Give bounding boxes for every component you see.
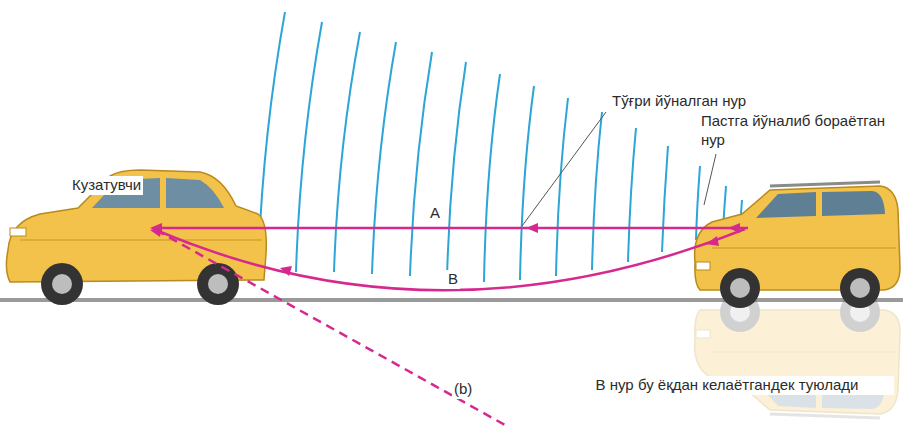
ray-label: Тўғри йўналган нур <box>610 92 748 111</box>
ray-letter: A <box>428 204 442 223</box>
wavefronts <box>258 12 742 282</box>
ray-letter: B <box>446 270 460 289</box>
observer-label: Кузатувчи <box>70 176 143 195</box>
rays <box>156 228 748 425</box>
figure-caption: (b) <box>452 380 474 399</box>
ray-label: Пастга йўналиб бораётган нур <box>699 112 899 150</box>
leader-lines <box>522 112 716 226</box>
ray-arrowheads <box>150 223 740 276</box>
note-label: В нур бу ёқдан келаётгандек туюлади <box>560 376 894 395</box>
car-left <box>6 170 266 305</box>
